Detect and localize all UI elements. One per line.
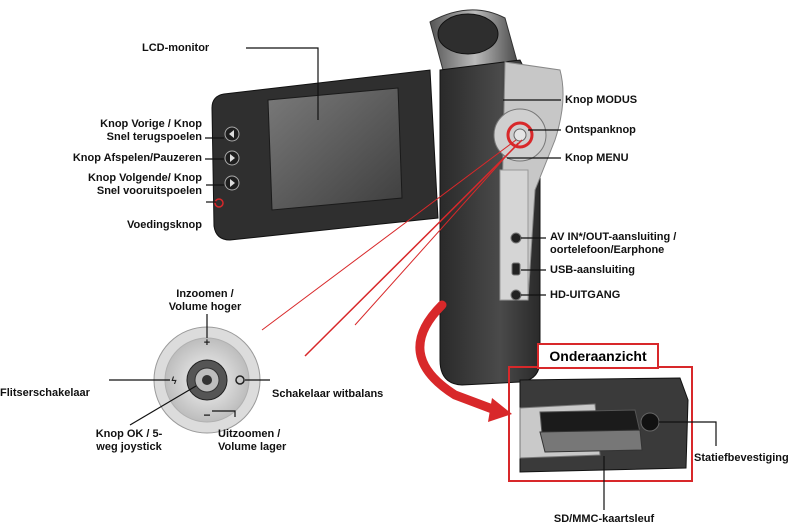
hd-port [510,289,522,301]
camcorder-illustration [211,9,564,386]
usb-port [511,262,521,276]
label-lcd-monitor: LCD-monitor [142,42,210,54]
label-usb-port: USB-aansluiting [550,264,635,276]
label-zoom-out-line1: Uitzoomen / [218,428,281,440]
tripod-mount [640,412,660,432]
shutter-button [513,128,527,142]
joystick-pad: + − ϟ [153,326,261,434]
power-button-icon [214,198,224,208]
shutter-button-ring [506,121,534,149]
label-mode-button: Knop MODUS [565,94,638,106]
label-white-balance-switch: Schakelaar witbalans [272,388,384,400]
label-sd-slot: SD/MMC-kaartsleuf [553,513,655,525]
label-shutter-button: Ontspanknop [565,124,636,136]
label-next-button-line1: Knop Volgende/ Knop [87,172,202,184]
label-play-button: Knop Afspelen/Pauzeren [72,152,202,164]
av-port [510,232,522,244]
lcd-screen [267,87,403,211]
label-ok-button-line2: weg joystick [96,441,162,453]
label-bottom-view: Onderaanzicht [537,343,659,369]
lens-front [437,13,499,55]
label-prev-button-line1: Knop Vorige / Knop [100,118,202,130]
flash-icon: ϟ [171,376,177,387]
label-av-port-line2: oortelefoon/Earphone [550,244,665,256]
minus-icon: − [203,408,210,422]
label-tripod-mount: Statiefbevestiging [694,452,789,464]
label-av-port-line1: AV IN*/OUT-aansluiting / [550,231,677,243]
red-arrow [415,300,500,415]
label-zoom-in-line1: Inzoomen / [176,288,234,300]
label-prev-button-line2: Snel terugspoelen [106,131,202,143]
wb-icon [235,375,245,385]
label-menu-button: Knop MENU [565,152,629,164]
label-zoom-out-line2: Volume lager [218,441,287,453]
label-ok-button-line1: Knop OK / 5- [95,428,163,440]
label-hd-output: HD-UITGANG [550,289,621,301]
label-next-button-line2: Snel vooruitspoelen [96,185,202,197]
label-flash-switch: Flitserschakelaar [0,387,90,399]
label-zoom-in-line2: Volume hoger [168,301,242,313]
label-power-button: Voedingsknop [127,219,202,231]
bottom-view [508,366,693,482]
plus-icon: + [204,337,210,349]
